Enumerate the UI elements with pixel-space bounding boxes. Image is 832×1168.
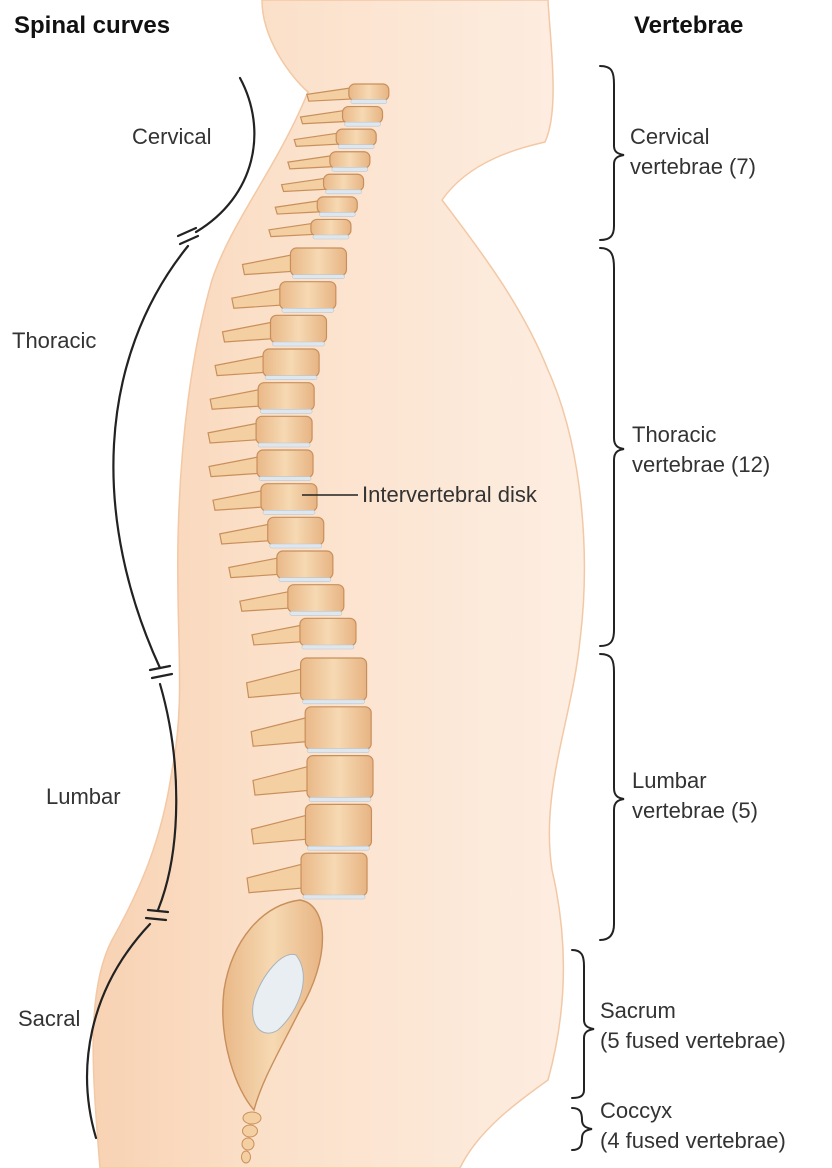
intervertebral-disk <box>319 212 355 216</box>
sacrum-line1: Sacrum <box>600 996 786 1026</box>
sacrum-line2: (5 fused vertebrae) <box>600 1026 786 1056</box>
intervertebral-disk <box>307 749 369 753</box>
intervertebral-disk <box>265 376 317 380</box>
thoracic-vertebra <box>277 551 333 579</box>
cervical-vertebrae-line2: vertebrae (7) <box>630 152 756 182</box>
thoracic-vertebra <box>268 517 324 545</box>
sacrum-label: Sacrum (5 fused vertebrae) <box>600 996 786 1056</box>
cervical-vertebrae-label: Cervical vertebrae (7) <box>630 122 756 182</box>
intervertebral-disk <box>303 700 365 704</box>
intervertebral-disk <box>345 122 381 126</box>
cervical-vertebra <box>324 174 364 191</box>
intervertebral-disk-label: Intervertebral disk <box>362 480 537 510</box>
lumbar-vertebra <box>301 658 367 701</box>
thoracic-vertebra <box>290 248 346 276</box>
lumbar-vertebra <box>305 707 371 750</box>
lumbar-vertebra <box>305 804 371 847</box>
intervertebral-disk <box>309 797 371 801</box>
thoracic-vertebra <box>288 585 344 613</box>
coccyx-brace <box>572 1108 592 1150</box>
intervertebral-disk <box>326 190 362 194</box>
thoracic-vertebra <box>258 383 314 411</box>
intervertebral-disk <box>258 443 310 447</box>
thoracic-vertebra <box>263 349 319 377</box>
coccyx-label: Coccyx (4 fused vertebrae) <box>600 1096 786 1156</box>
coccyx-line1: Coccyx <box>600 1096 786 1126</box>
intervertebral-disk <box>263 510 315 514</box>
cervical-vertebra <box>343 107 383 124</box>
thoracic-vertebra <box>280 282 336 310</box>
coccyx-line2: (4 fused vertebrae) <box>600 1126 786 1156</box>
thoracic-curve-line <box>113 246 188 668</box>
thoracic-vertebra <box>270 315 326 343</box>
cervical-vertebrae-line1: Cervical <box>630 122 756 152</box>
intervertebral-disk <box>302 645 354 649</box>
thoracic-vertebra <box>256 416 312 444</box>
intervertebral-disk <box>259 477 311 481</box>
sacral-curve-label: Sacral <box>18 1004 80 1034</box>
cervical-vertebra <box>336 129 376 146</box>
intervertebral-disk <box>290 611 342 615</box>
cervical-vertebra <box>311 219 351 236</box>
thoracic-curve-label: Thoracic <box>12 326 96 356</box>
thoracic-vertebra <box>261 484 317 512</box>
intervertebral-disk <box>338 145 374 149</box>
intervertebral-disk <box>282 308 334 312</box>
lumbar-vertebra <box>301 853 367 896</box>
thoracic-vertebrae-label: Thoracic vertebrae (12) <box>632 420 770 480</box>
coccyx-segment <box>243 1125 258 1137</box>
thoracic-vertebra <box>300 618 356 646</box>
thoracic-vertebrae-line1: Thoracic <box>632 420 770 450</box>
vertebrae-heading: Vertebrae <box>634 12 743 40</box>
lumbar-curve-label: Lumbar <box>46 782 121 812</box>
intervertebral-disk <box>279 578 331 582</box>
sacrum-brace <box>572 950 594 1098</box>
intervertebral-disk <box>307 846 369 850</box>
coccyx-segment <box>243 1112 261 1124</box>
intervertebral-disk <box>260 409 312 413</box>
lumbar-vertebrae-line1: Lumbar <box>632 766 758 796</box>
coccyx-segment <box>242 1138 254 1150</box>
thoracic-vertebrae-line2: vertebrae (12) <box>632 450 770 480</box>
lumbar-vertebrae-label: Lumbar vertebrae (5) <box>632 766 758 826</box>
cervical-vertebra <box>330 152 370 169</box>
intervertebral-disk <box>351 100 387 104</box>
intervertebral-disk <box>332 167 368 171</box>
intervertebral-disk <box>303 895 365 899</box>
lumbar-vertebrae-line2: vertebrae (5) <box>632 796 758 826</box>
cervical-vertebra <box>317 197 357 214</box>
intervertebral-disk <box>292 275 344 279</box>
thoracic-vertebra <box>257 450 313 478</box>
coccyx-segment <box>242 1151 251 1163</box>
thoracic-brace <box>600 248 624 646</box>
intervertebral-disk <box>313 235 349 239</box>
lumbar-vertebra <box>307 756 373 799</box>
intervertebral-disk <box>270 544 322 548</box>
intervertebral-disk <box>272 342 324 346</box>
cervical-brace <box>600 66 624 240</box>
spinal-curves-heading: Spinal curves <box>14 12 170 40</box>
cervical-vertebra <box>349 84 389 101</box>
cervical-curve-label: Cervical <box>132 122 211 152</box>
lumbar-brace <box>600 654 624 940</box>
